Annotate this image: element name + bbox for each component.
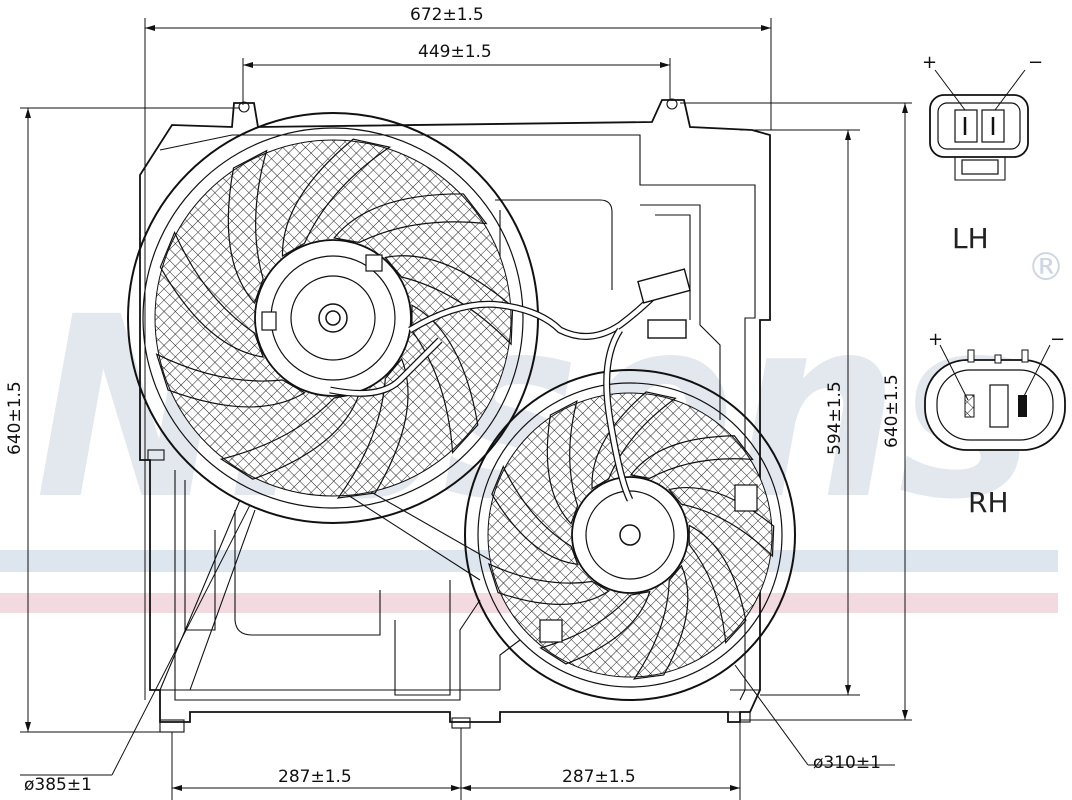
rh-connector (924, 344, 1066, 451)
fan-blade (219, 392, 361, 480)
rh-minus-label: − (1050, 329, 1065, 350)
lh-connector (929, 69, 1029, 181)
fan-blade (155, 353, 306, 408)
dim-inner-height: 594±1.5 (825, 381, 845, 455)
fan-blade (668, 486, 775, 558)
lh-plus-label: + (922, 52, 937, 73)
fan-blade (539, 590, 651, 665)
fan-blade (336, 357, 409, 499)
dim-right-height: 640±1.5 (882, 374, 902, 448)
fan-blade (159, 230, 265, 358)
lh-label: LH (952, 222, 989, 255)
fan-blade (491, 465, 579, 565)
fan-blade (384, 255, 514, 346)
wiring-harness (329, 268, 691, 502)
fan-blade (411, 304, 479, 454)
left-fan (127, 112, 539, 524)
dimension-lines (20, 18, 912, 800)
fan-blade (688, 524, 747, 645)
rh-plus-label: + (928, 329, 943, 350)
fan-blade (281, 138, 392, 258)
fan-blade (632, 564, 689, 680)
rh-label: RH (968, 486, 1009, 519)
fan-blade (487, 562, 610, 605)
dim-lower-left-spacing: 287±1.5 (278, 767, 352, 787)
right-fan (464, 369, 796, 701)
lh-minus-label: − (1028, 52, 1043, 73)
dim-overall-width: 672±1.5 (410, 5, 484, 25)
fan-blade (333, 193, 488, 244)
dim-right-fan-diameter: ø310±1 (813, 753, 881, 773)
fan-blade (227, 149, 268, 305)
dim-left-fan-diameter: ø385±1 (24, 775, 92, 795)
watermark-registered-mark: ® (1027, 245, 1065, 289)
dim-lower-right-spacing: 287±1.5 (562, 767, 636, 787)
dim-mount-spacing: 449±1.5 (418, 42, 492, 62)
dim-left-height: 640±1.5 (5, 381, 25, 455)
fan-blade (629, 435, 754, 479)
fan-blade (546, 399, 579, 525)
shroud-frame (139, 98, 771, 733)
